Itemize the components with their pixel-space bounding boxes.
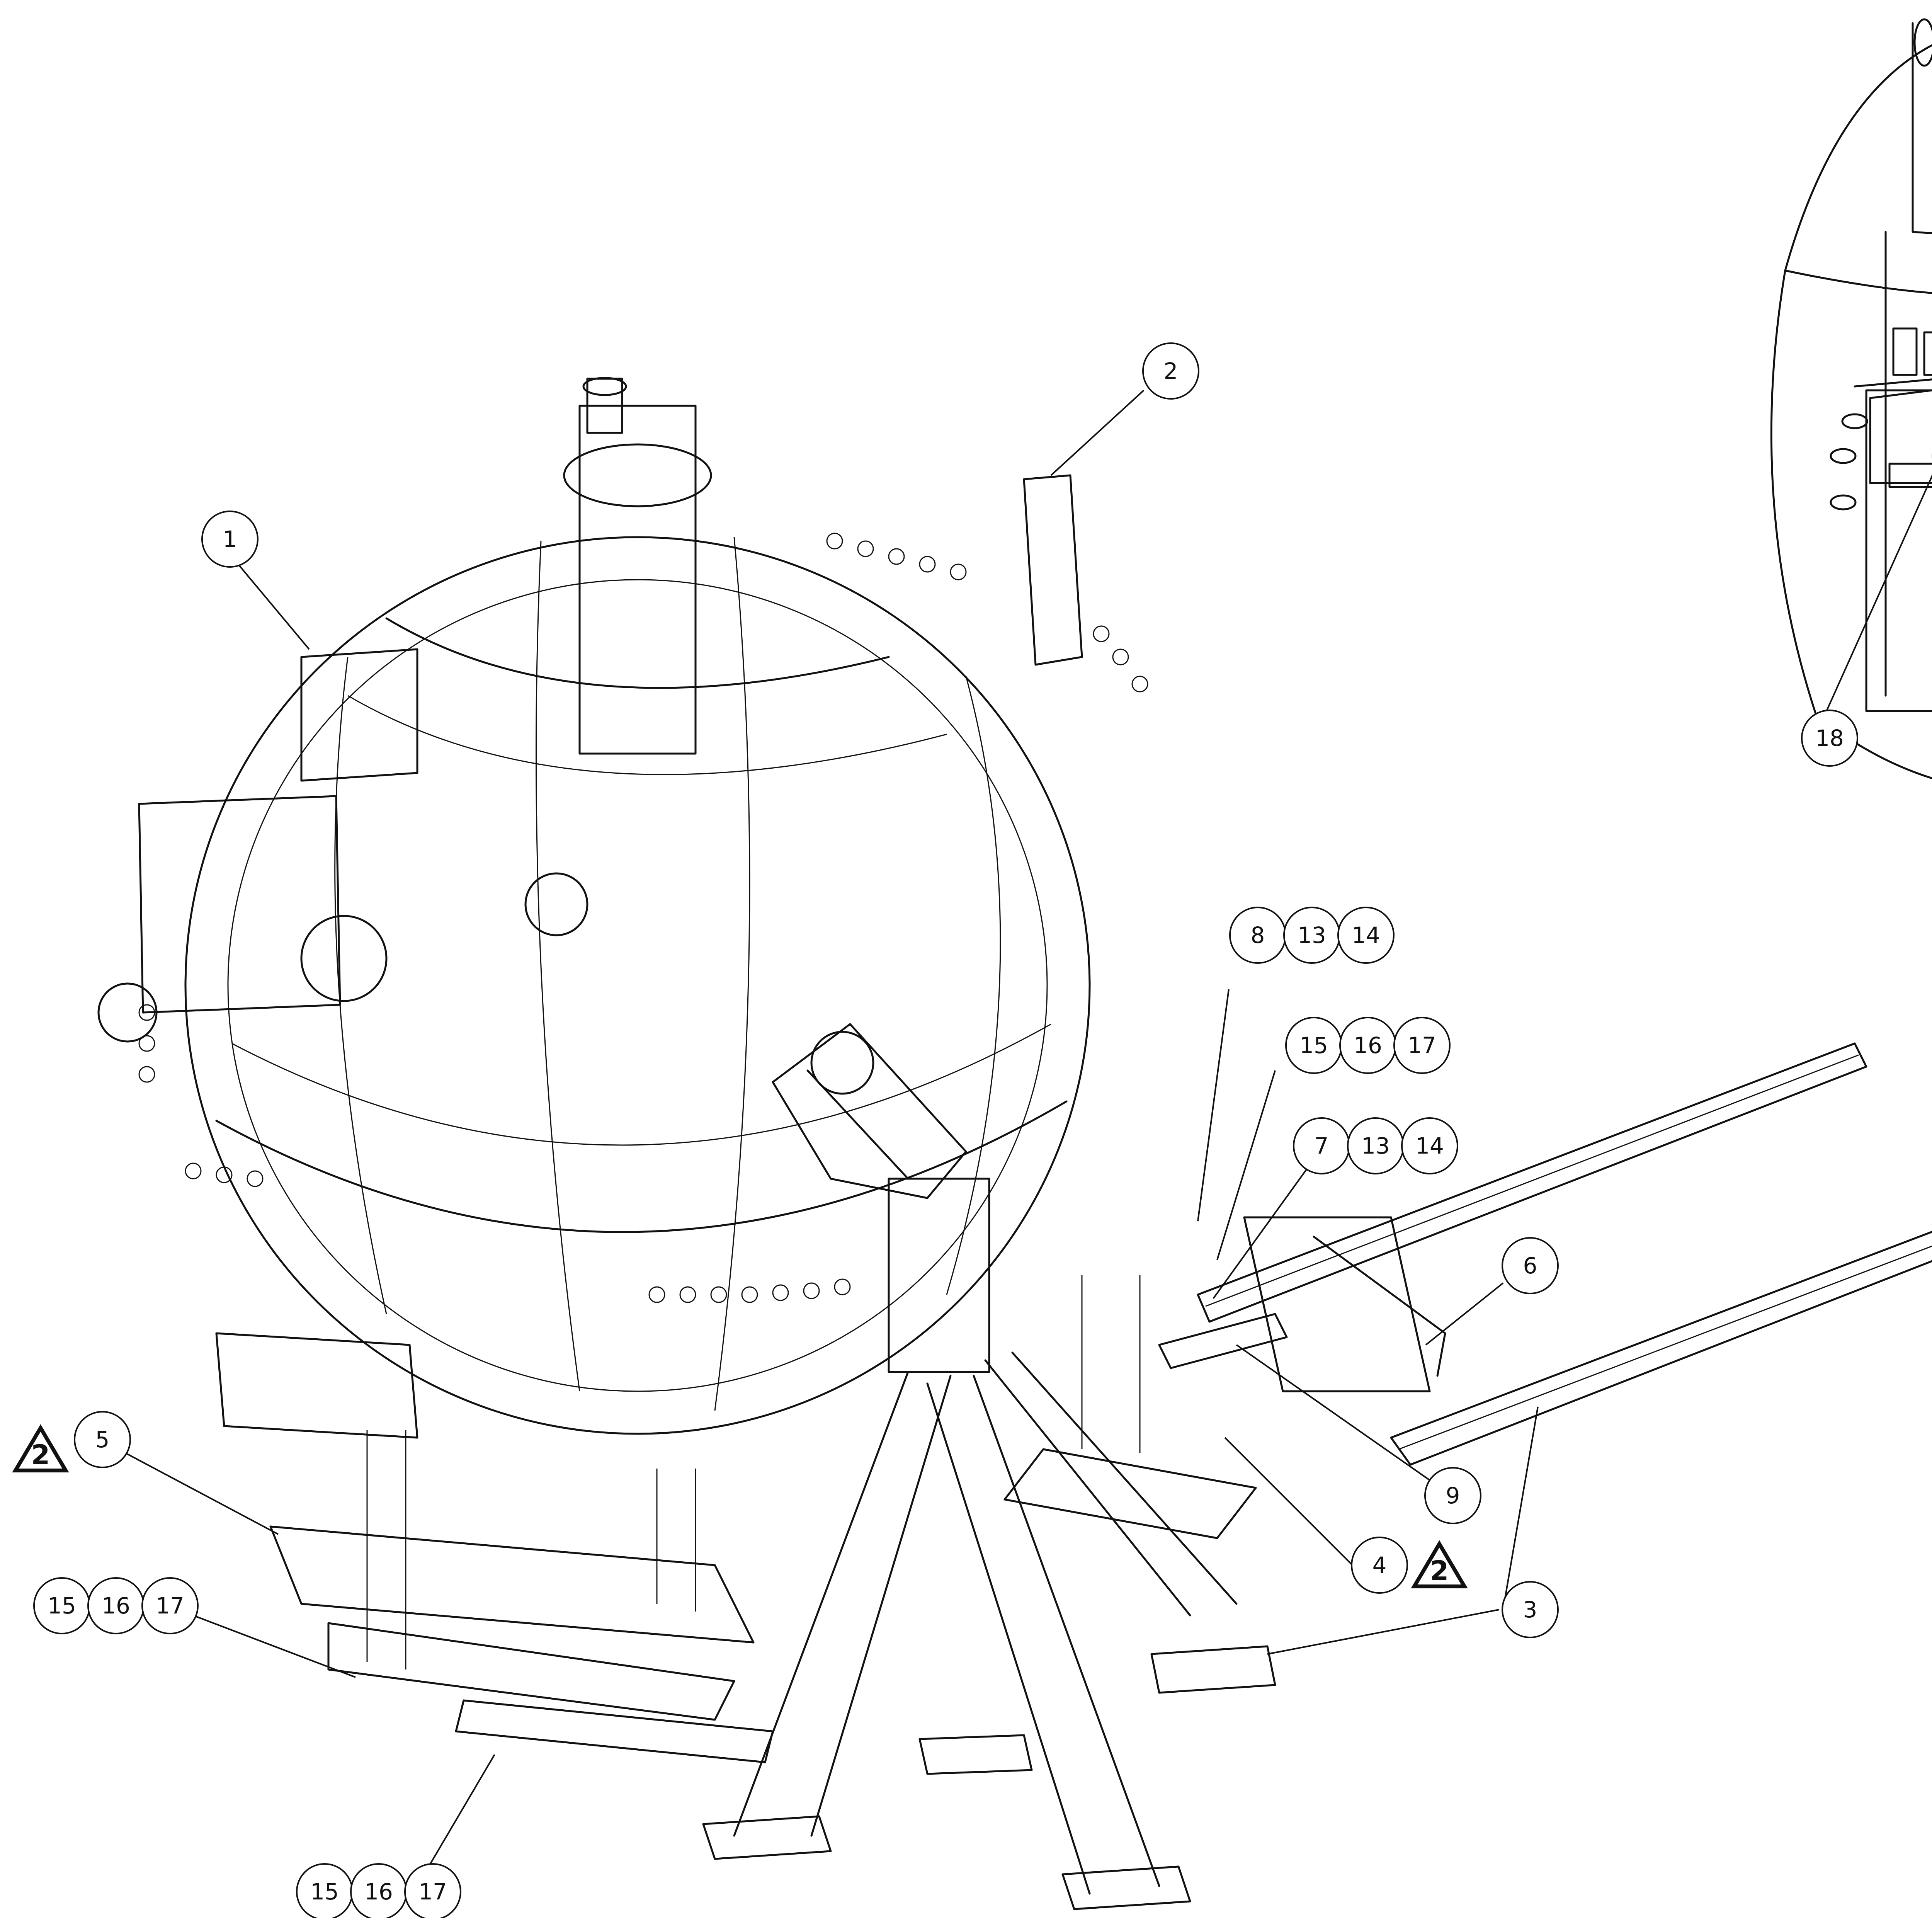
callout-8-label: 8: [1251, 922, 1265, 948]
rails: [1158, 1042, 1932, 1466]
callout-13-label: 13: [1361, 1133, 1390, 1159]
callout-6-label: 6: [1523, 1253, 1537, 1279]
callout-8-13-14: 8 13 14: [1229, 907, 1395, 964]
revision-flag-left: 2: [12, 1424, 69, 1472]
callout-9: 9: [1424, 1467, 1481, 1524]
callout-18: 18: [1801, 710, 1858, 767]
vessel-assembly: [97, 377, 1148, 1439]
bolt-ring: [138, 533, 1148, 1303]
callout-7-label: 7: [1315, 1133, 1329, 1159]
callout-15-16-17-bottom: 15 16 17: [296, 1863, 461, 1918]
callout-1: 1: [201, 511, 259, 568]
callout-18-label: 18: [1815, 725, 1844, 751]
revision-flag-left-label: 2: [31, 1439, 50, 1471]
callout-13-label: 13: [1298, 922, 1326, 948]
callout-4-label: 4: [1372, 1552, 1387, 1578]
callout-16-label: 16: [102, 1593, 130, 1619]
callout-16-label: 16: [364, 1879, 393, 1905]
callout-5: 5: [74, 1411, 131, 1468]
callout-7-13-14: 7 13 14: [1293, 1117, 1458, 1174]
callout-2: 2: [1142, 342, 1199, 400]
leader-lines: [125, 390, 1932, 1887]
callout-15-label: 15: [310, 1879, 339, 1905]
callout-4: 4: [1351, 1537, 1408, 1594]
callout-15-label: 15: [48, 1593, 76, 1619]
callout-5-label: 5: [95, 1426, 110, 1453]
revision-flag-mid-label: 2: [1430, 1555, 1449, 1587]
callout-16-label: 16: [1354, 1032, 1382, 1059]
revision-flag-mid: 2: [1411, 1540, 1468, 1588]
callout-3: 3: [1502, 1581, 1559, 1638]
detail-view: [1770, 18, 1932, 779]
callout-15-16-17-upper: 15 16 17: [1285, 1017, 1451, 1074]
callout-17-label: 17: [1408, 1032, 1436, 1059]
callout-17-label: 17: [418, 1879, 447, 1905]
callout-2-label: 2: [1164, 358, 1178, 384]
support-stand: [269, 1178, 1276, 1910]
callout-15-16-17-left: 15 16 17: [33, 1577, 199, 1634]
callout-15-label: 15: [1299, 1032, 1328, 1059]
callout-17-label: 17: [156, 1593, 184, 1619]
callout-14-label: 14: [1415, 1133, 1444, 1159]
callout-6: 6: [1502, 1237, 1559, 1294]
callout-9-label: 9: [1446, 1482, 1460, 1509]
callout-3-label: 3: [1523, 1596, 1537, 1623]
callout-1-label: 1: [223, 526, 237, 552]
callout-14-label: 14: [1352, 922, 1380, 948]
